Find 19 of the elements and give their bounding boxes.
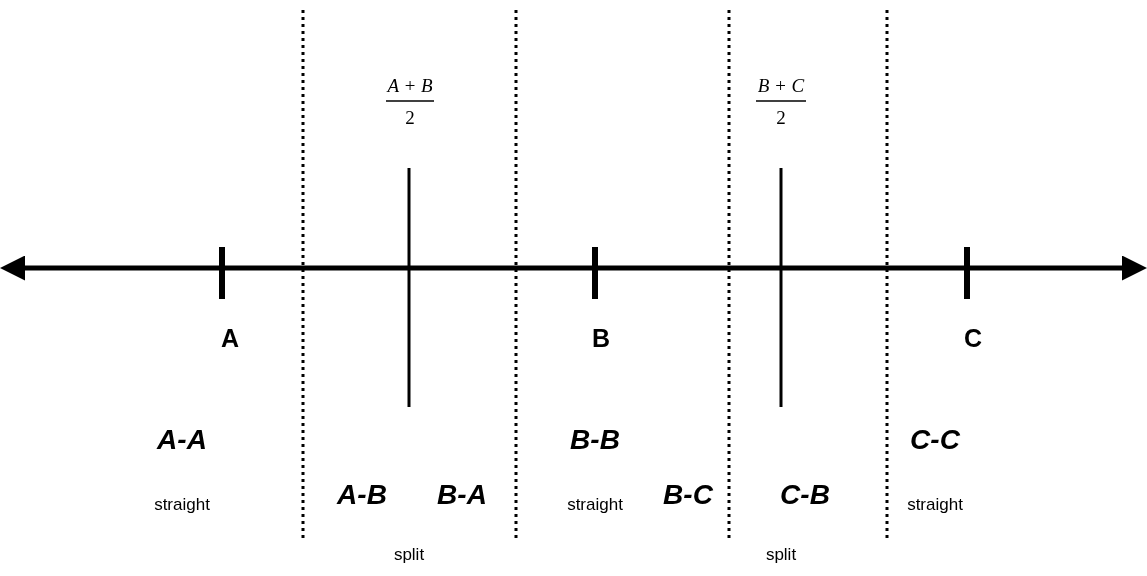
region-type-label: straight <box>907 495 963 515</box>
point-label: B <box>591 323 611 353</box>
region-type-label: split <box>393 545 425 565</box>
region-label: A-B <box>337 479 387 511</box>
fraction-numerator: B + C <box>757 75 805 97</box>
region-type-label: split <box>765 545 797 565</box>
fraction-denominator: 2 <box>405 107 415 129</box>
point-label: C <box>963 323 983 353</box>
region-type-label: straight <box>567 495 623 515</box>
region-label: B-C <box>663 479 713 511</box>
region-label: B-A <box>437 479 487 511</box>
fraction-numerator: A + B <box>387 75 433 97</box>
region-label: A-A <box>157 424 207 456</box>
point-label: A <box>220 323 240 353</box>
region-label: C-B <box>780 479 830 511</box>
region-label: C-C <box>910 424 960 456</box>
region-type-label: straight <box>154 495 210 515</box>
fraction-denominator: 2 <box>776 107 786 129</box>
region-label: B-B <box>570 424 620 456</box>
